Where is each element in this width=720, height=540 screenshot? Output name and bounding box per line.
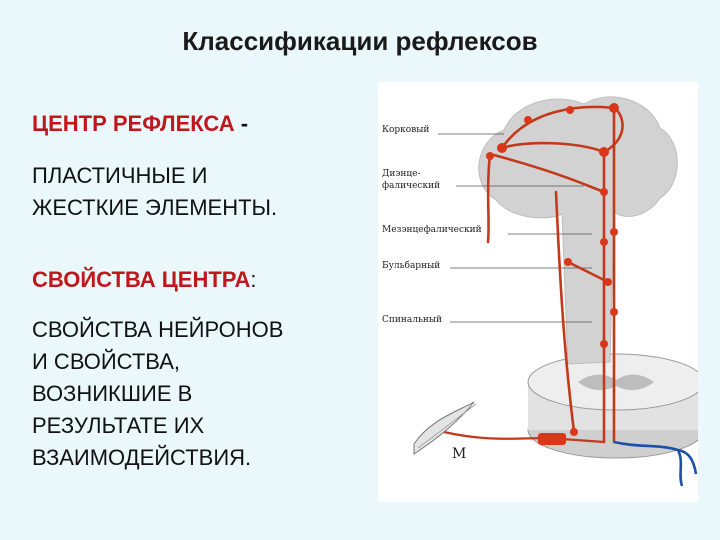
label-diencephalic-1: Диэнце- bbox=[382, 169, 421, 179]
sensory-pathway bbox=[613, 440, 698, 487]
label-bulbar: Бульбарный bbox=[382, 260, 440, 271]
motor-pathway bbox=[413, 401, 605, 455]
elements-line: ПЛАСТИЧНЫЕ И bbox=[32, 163, 208, 188]
label-mesencephalic: Мезэнцефалический bbox=[382, 225, 482, 235]
brain-shape bbox=[478, 96, 678, 365]
slide-title: Классификации рефлексов bbox=[182, 26, 538, 56]
label-muscle: М bbox=[452, 446, 466, 462]
properties-line: РЕЗУЛЬТАТЕ ИХ bbox=[32, 413, 205, 438]
label-spinal: Спинальный bbox=[382, 315, 442, 325]
level-leader-lines bbox=[438, 133, 592, 323]
reflex-center-line: ЦЕНТР РЕФЛЕКСА - bbox=[32, 108, 248, 140]
properties-line: И СВОЙСТВА, bbox=[32, 349, 181, 374]
label-diencephalic-2: фалический bbox=[382, 181, 440, 191]
reflex-levels-illustration: Корковый Диэнце- фалический Мезэнцефалич… bbox=[382, 96, 698, 487]
properties-line: ВЗАИМОДЕЙСТВИЯ. bbox=[32, 445, 252, 470]
properties-line: СВОЙСТВА НЕЙРОНОВ bbox=[32, 317, 284, 342]
neuron-nodes bbox=[486, 103, 619, 436]
properties-heading: СВОЙСТВА ЦЕНТРА bbox=[32, 267, 251, 292]
reflex-center-heading: ЦЕНТР РЕФЛЕКСА bbox=[32, 111, 235, 136]
properties-line: ВОЗНИКШИЕ В bbox=[32, 381, 193, 406]
elements-line: ЖЕСТКИЕ ЭЛЕМЕНТЫ. bbox=[32, 195, 278, 220]
properties-text: СВОЙСТВА НЕЙРОНОВ И СВОЙСТВА, ВОЗНИКШИЕ … bbox=[32, 314, 283, 474]
properties-colon: : bbox=[250, 267, 257, 292]
reflex-levels-figure: Корковый Диэнце- фалический Мезэнцефалич… bbox=[378, 82, 698, 502]
elements-text: ПЛАСТИЧНЫЕ И ЖЕСТКИЕ ЭЛЕМЕНТЫ. bbox=[32, 160, 277, 224]
nerve-pathways bbox=[486, 105, 624, 444]
label-cortical: Корковый bbox=[382, 125, 429, 135]
properties-heading-line: СВОЙСТВА ЦЕНТРА: bbox=[32, 264, 257, 296]
reflex-center-dash: - bbox=[234, 111, 249, 136]
